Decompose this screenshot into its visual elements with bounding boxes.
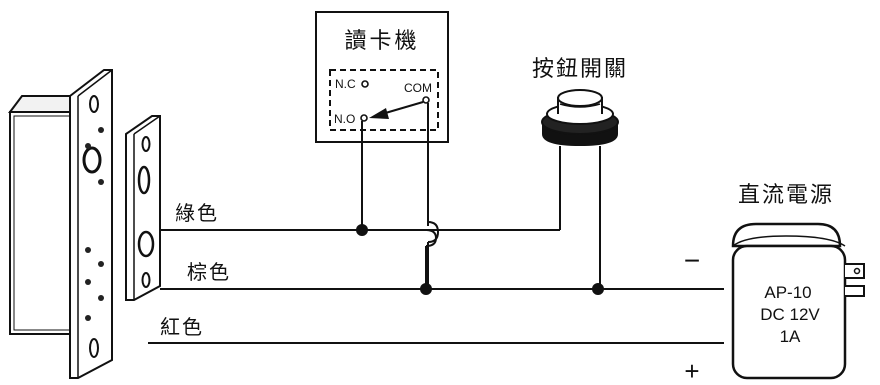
wires bbox=[148, 103, 724, 344]
junction-dot bbox=[592, 283, 604, 295]
no-terminal bbox=[360, 114, 368, 122]
power-voltage: DC 12V bbox=[760, 305, 820, 324]
minus-sign: − bbox=[684, 245, 700, 276]
power-current: 1A bbox=[780, 327, 801, 346]
power-supply: 直流電源 AP-10 DC 12V 1A − + bbox=[684, 183, 865, 385]
nc-terminal bbox=[361, 80, 369, 88]
power-supply-title: 直流電源 bbox=[738, 183, 834, 208]
com-terminal bbox=[422, 96, 430, 104]
red-wire-label: 紅色 bbox=[160, 315, 204, 339]
green-wire-label: 綠色 bbox=[175, 201, 219, 225]
no-label: N.O bbox=[334, 112, 355, 126]
card-reader: 讀卡機 N.C COM N.O bbox=[315, 11, 449, 143]
switch-arrow bbox=[369, 108, 389, 119]
electric-lock bbox=[8, 69, 113, 379]
push-button: 按鈕開關 bbox=[532, 57, 628, 146]
brown-wire-label: 棕色 bbox=[187, 260, 231, 284]
push-button-title: 按鈕開關 bbox=[532, 57, 628, 82]
nc-label: N.C bbox=[335, 77, 356, 91]
junction-dot bbox=[420, 283, 432, 295]
plus-sign: + bbox=[684, 356, 699, 385]
strike-plate bbox=[125, 115, 161, 301]
card-reader-title: 讀卡機 bbox=[344, 29, 419, 54]
com-hop bbox=[427, 103, 440, 289]
power-model: AP-10 bbox=[764, 283, 811, 302]
com-label: COM bbox=[404, 81, 432, 95]
junction-dot bbox=[356, 224, 368, 236]
